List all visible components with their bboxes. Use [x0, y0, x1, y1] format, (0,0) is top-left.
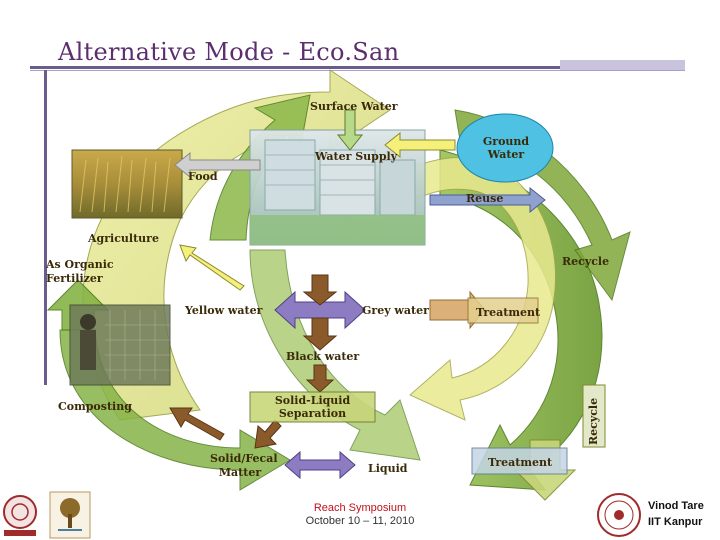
- title-rule: [30, 66, 685, 69]
- footer-logos: [3, 491, 91, 539]
- label-treatment-bottom: Treatment: [488, 456, 553, 469]
- arrow-black-water-down: [302, 317, 338, 351]
- label-composting: Composting: [58, 400, 132, 413]
- recycle-side-box: [582, 384, 606, 448]
- label-solid-fecal-matter: Solid/Fecal Matter: [210, 452, 278, 479]
- arrow-toilet-down: [302, 274, 338, 306]
- presenter-affiliation: IIT Kanpur: [648, 516, 703, 528]
- treatment-box-top: [467, 297, 539, 324]
- arrow-solid-liquid: [284, 450, 356, 480]
- label-organic-fertilizer: As Organic Fertilizer: [46, 258, 114, 285]
- arrow-solid-composting: [169, 407, 225, 441]
- label-water-supply: Water Supply: [315, 150, 398, 163]
- arrow-yellow-grey-water: [274, 290, 366, 330]
- label-recycle-side: Recycle: [587, 397, 600, 445]
- label-ground-water: Ground Water: [482, 135, 530, 161]
- label-reuse: Reuse: [466, 192, 504, 205]
- presenter: Vinod Tare IIT Kanpur: [648, 498, 704, 530]
- iitk-seal-icon: [597, 493, 641, 537]
- label-liquid: Liquid: [368, 462, 408, 475]
- arrow-separation-solid: [254, 419, 282, 449]
- event-name: Reach Symposium: [313, 502, 407, 514]
- label-grey-water: Grey water: [362, 304, 429, 317]
- arrow-reuse: [429, 186, 546, 214]
- label-treatment-top: Treatment: [476, 306, 541, 319]
- cycle-arrow-bottom-green: [59, 329, 291, 491]
- presenter-name: Vinod Tare: [648, 500, 704, 512]
- slide-title: Alternative Mode - Eco.San: [58, 38, 400, 66]
- label-agriculture: Agriculture: [88, 232, 159, 245]
- side-rule: [44, 70, 47, 385]
- label-surface-water: Surface Water: [310, 100, 398, 113]
- event-dates: October 10 – 11, 2010: [305, 515, 415, 527]
- title-rule-thin: [30, 70, 685, 71]
- agriculture-photo: [71, 149, 183, 219]
- iitk-logo: [3, 495, 37, 536]
- label-solid-liquid-separation: Solid-Liquid Separation: [274, 394, 351, 420]
- label-recycle-top: Recycle: [562, 255, 610, 268]
- label-yellow-water: Yellow water: [185, 304, 263, 317]
- ground-water-bubble: [456, 113, 554, 183]
- title-rule-accent: [560, 60, 685, 70]
- arrow-surface-to-supply: [336, 109, 364, 151]
- arrow-ground-to-supply: [384, 131, 456, 159]
- ganga-tree-logo: [49, 491, 91, 539]
- arrow-yellow-fertilizer: [179, 244, 245, 291]
- footer-event: Reach Symposium October 10 – 11, 2010: [270, 502, 450, 527]
- label-black-water: Black water: [286, 350, 360, 363]
- separation-box: [249, 391, 376, 423]
- treatment-box-bottom: [471, 447, 568, 475]
- label-food: Food: [188, 170, 218, 183]
- arrow-food: [174, 151, 261, 179]
- arrow-black-to-separation: [305, 364, 335, 393]
